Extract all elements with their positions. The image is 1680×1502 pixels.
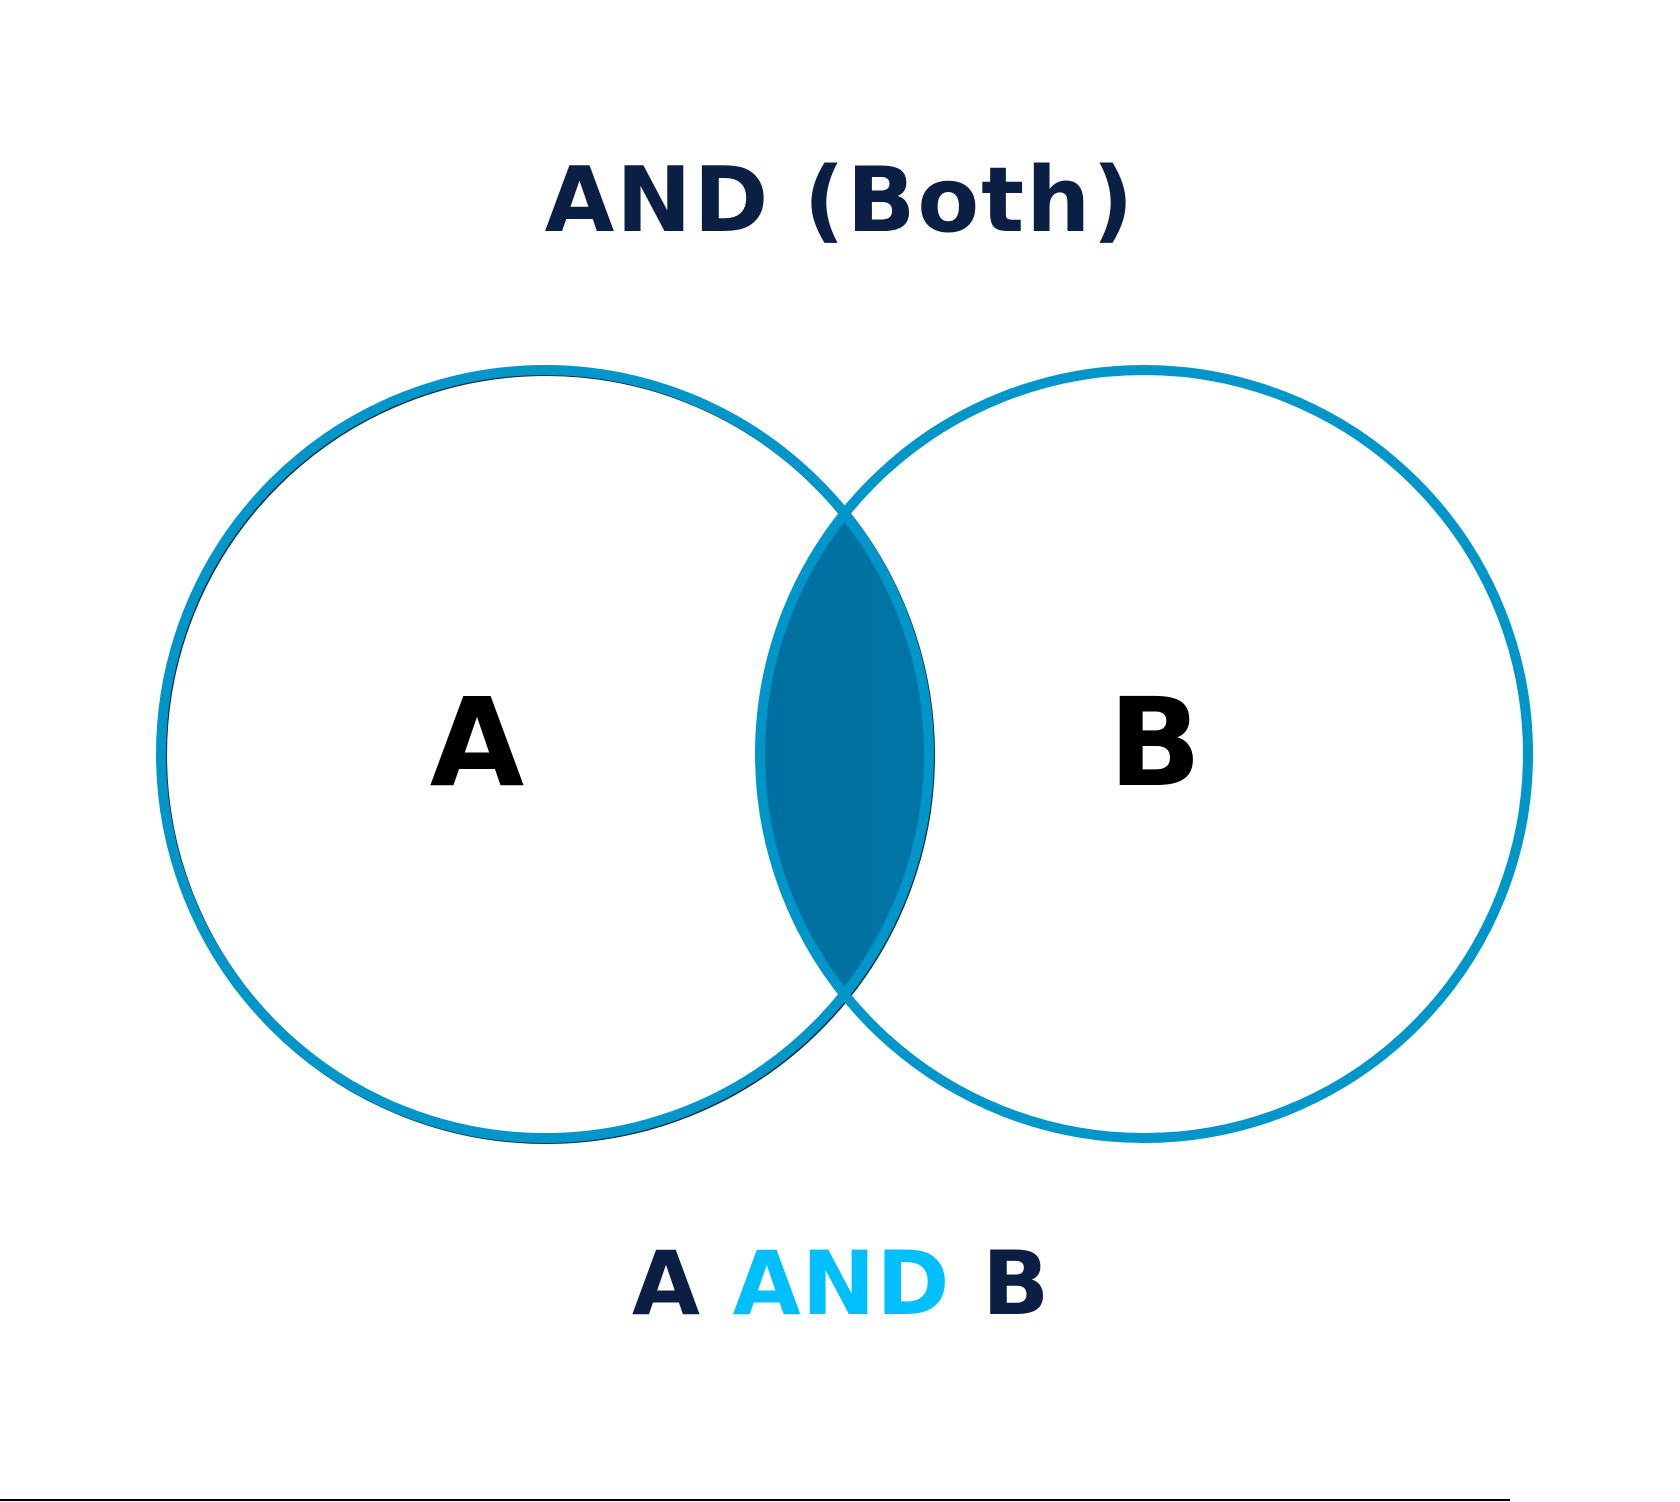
set-a-label: A <box>429 672 525 814</box>
set-b-label: B <box>1108 672 1202 814</box>
caption-operator: AND <box>732 1232 951 1335</box>
caption: A AND B <box>0 1240 1680 1328</box>
circle-a-outline <box>156 365 934 1143</box>
circle-b <box>755 365 1533 1143</box>
diagram-title: AND (Both) <box>544 148 1136 253</box>
bottom-divider <box>0 1499 1510 1501</box>
caption-right: B <box>982 1232 1051 1335</box>
caption-left: A <box>631 1232 701 1335</box>
